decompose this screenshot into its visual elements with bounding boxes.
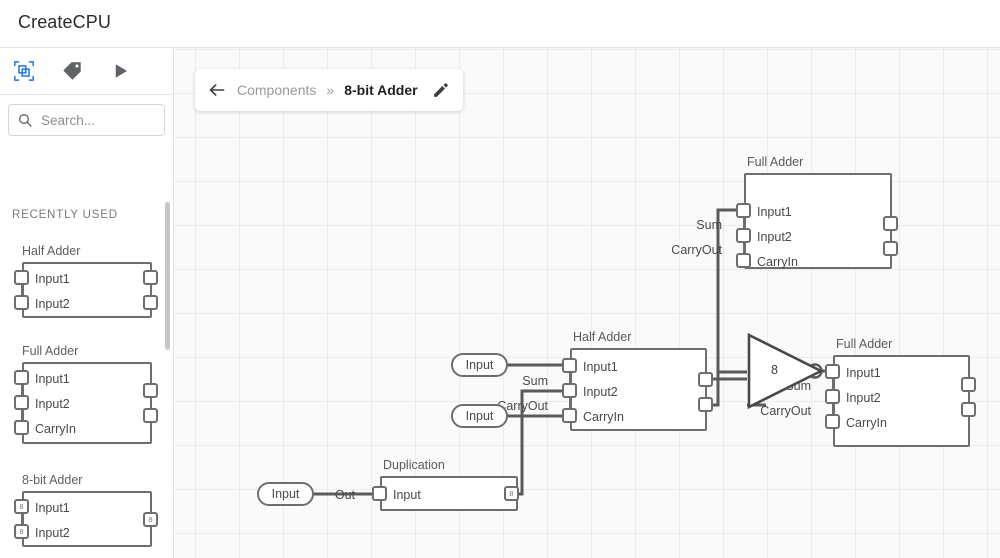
node-pin-input1[interactable] (562, 358, 577, 373)
node-pin-label: Input (393, 488, 421, 502)
sidebar-scrollbar-thumb[interactable] (165, 202, 170, 350)
palette-item-8bit-adder[interactable]: 8-bit Adder 8 Input1 8 Input2 8 Sum (0, 473, 173, 551)
tab-components[interactable] (0, 48, 48, 94)
node-pin-input2[interactable] (736, 228, 751, 243)
arrow-left-icon[interactable] (207, 80, 227, 100)
pencil-icon[interactable] (432, 82, 449, 99)
io-pill-input-c[interactable]: Input (257, 482, 314, 506)
search-box[interactable] (8, 104, 165, 136)
palette-item-title: 8-bit Adder (22, 473, 83, 487)
search-input[interactable] (39, 111, 151, 129)
tab-run[interactable] (97, 48, 145, 94)
wire-half-adder-carryout-to-bundle (707, 377, 747, 407)
node-pin-label: CarryOut (497, 399, 548, 413)
search-wrapper (8, 104, 165, 136)
node-pin-label: Input1 (846, 366, 881, 380)
bundle-label: 8 (771, 363, 778, 377)
palette-pin-input2[interactable]: 8 (14, 524, 29, 539)
node-pin-label: Input1 (757, 205, 792, 219)
io-pill-input-a[interactable]: Input (451, 353, 508, 377)
palette-pin-label: Input1 (35, 372, 70, 386)
node-pin-label: Input1 (583, 360, 618, 374)
node-pin-input2[interactable] (825, 389, 840, 404)
palette-pin-sum[interactable] (143, 270, 158, 285)
io-pill-input-b[interactable]: Input (451, 404, 508, 428)
breadcrumb-separator: » (326, 82, 335, 98)
palette-pin-label: Input1 (35, 501, 70, 515)
circuit-canvas[interactable]: Components » 8-bit Adder Full Adder Inpu… (174, 48, 1000, 558)
palette-pin-carryout[interactable] (143, 408, 158, 423)
palette-pin-carryout[interactable] (143, 295, 158, 310)
node-pin-sum[interactable] (961, 377, 976, 392)
palette-pin-sum[interactable]: 8 (143, 512, 158, 527)
node-pin-label: CarryOut (760, 404, 811, 418)
node-pin-label: Sum (696, 218, 722, 232)
palette-item-half-adder[interactable]: Half Adder Input1 Input2 Sum CarryOut (0, 244, 173, 322)
palette-pin-label: CarryIn (35, 422, 76, 436)
node-pin-label: CarryIn (846, 416, 887, 430)
node-pin-label: CarryIn (583, 410, 624, 424)
node-pin-carryout[interactable] (698, 397, 713, 412)
node-pin-out[interactable]: 8 (504, 486, 519, 501)
palette-pin-input1[interactable] (14, 370, 29, 385)
node-pin-label: Input2 (846, 391, 881, 405)
tab-tags[interactable] (48, 48, 96, 94)
node-pin-label: CarryOut (671, 243, 722, 257)
breadcrumb-parent[interactable]: Components (237, 82, 317, 98)
palette-pin-input1[interactable] (14, 270, 29, 285)
node-pin-carryout[interactable] (961, 402, 976, 417)
node-pin-sum[interactable] (698, 372, 713, 387)
bundle-merge-node[interactable]: 8 (747, 332, 825, 411)
node-title: Full Adder (836, 337, 893, 351)
search-icon (19, 114, 32, 127)
left-sidebar: RECENTLY USED Half Adder Input1 Input2 S… (0, 48, 174, 558)
palette-pin-label: Input2 (35, 526, 70, 540)
palette-pin-label: Input2 (35, 297, 70, 311)
palette-item-full-adder[interactable]: Full Adder Input1 Input2 CarryIn Sum Car… (0, 344, 173, 450)
palette-pin-label: Input1 (35, 272, 70, 286)
palette-pin-input2[interactable] (14, 395, 29, 410)
node-title: Full Adder (747, 155, 804, 169)
palette-pin-sum[interactable] (143, 383, 158, 398)
node-pin-input2[interactable] (562, 383, 577, 398)
node-pin-carryin[interactable] (562, 408, 577, 423)
breadcrumb-current: 8-bit Adder (344, 82, 418, 98)
page-title: CreateCPU (18, 12, 111, 32)
title-bar: CreateCPU (0, 0, 1000, 48)
node-pin-label: Input2 (757, 230, 792, 244)
node-pin-input[interactable] (372, 486, 387, 501)
components-icon (14, 61, 34, 81)
palette-pin-input2[interactable] (14, 295, 29, 310)
breadcrumb: Components » 8-bit Adder (195, 69, 463, 111)
node-pin-carryin[interactable] (736, 253, 751, 268)
node-pin-label: CarryIn (757, 255, 798, 269)
node-pin-label: Sum (522, 374, 548, 388)
node-pin-carryin[interactable] (825, 414, 840, 429)
node-pin-carryout[interactable] (883, 241, 898, 256)
node-pin-input1[interactable] (825, 364, 840, 379)
node-pin-input1[interactable] (736, 203, 751, 218)
bundle-triangle-icon (747, 332, 824, 410)
palette-item-title: Full Adder (22, 344, 79, 358)
section-label-recently-used: RECENTLY USED (12, 209, 118, 221)
palette-pin-carryin[interactable] (14, 420, 29, 435)
palette-pin-input1[interactable]: 8 (14, 499, 29, 514)
palette-item-title: Half Adder (22, 244, 81, 258)
node-pin-label: Out (334, 488, 355, 502)
palette-pin-label: Input2 (35, 397, 70, 411)
node-pin-sum[interactable] (883, 216, 898, 231)
play-icon (115, 64, 127, 78)
node-pin-label: Input2 (583, 385, 618, 399)
tag-icon (63, 62, 81, 80)
node-title: Half Adder (573, 330, 632, 344)
sidebar-tabbar (0, 48, 173, 95)
node-title: Duplication (383, 458, 445, 472)
